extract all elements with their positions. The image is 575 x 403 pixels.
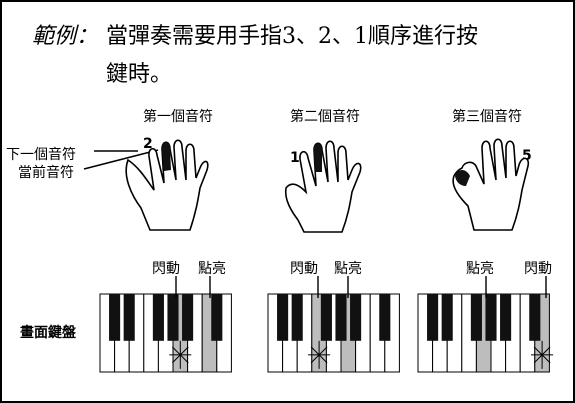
hand-3	[452, 138, 530, 231]
keyboard-3-flash-ray	[533, 354, 543, 364]
tag-lit-2: 點亮	[334, 261, 362, 277]
keyboard-1-black-key	[123, 294, 135, 341]
keyboard-2-black-key	[277, 294, 289, 341]
keyboard-2-flash-ray	[318, 346, 328, 356]
tag-flash-3: 閃動	[524, 261, 552, 277]
next-note-callout: 下一個音符	[6, 147, 76, 163]
keyboard-2-black-key	[335, 294, 347, 341]
keyboard-3-black-key	[470, 294, 482, 341]
current-note-callout: 當前音符	[18, 165, 74, 181]
current-finger-mark-1	[162, 142, 171, 171]
keyboard-1-black-key	[152, 294, 164, 341]
keyboard-3-black-key	[427, 294, 439, 341]
keyboard-3-black-key	[529, 294, 541, 341]
on-screen-keyboard-label: 畫面鍵盤	[20, 325, 76, 341]
keyboard-1-black-key	[109, 294, 121, 341]
example-text-line2: 鍵時。	[106, 62, 173, 87]
keyboard-1-flash-ray	[179, 346, 189, 356]
keyboard-3-black-key	[500, 294, 512, 341]
keyboard-2-black-key	[379, 294, 391, 341]
keyboard-1-flash-ray	[171, 346, 181, 356]
tag-lit-1: 點亮	[198, 261, 226, 277]
tag-flash-1: 閃動	[152, 261, 180, 277]
keyboard-1-black-key	[182, 294, 194, 341]
keyboard-2-flash-ray	[310, 354, 320, 364]
keyboard-2-flash-ray	[318, 354, 328, 364]
hand-2	[284, 140, 362, 233]
current-finger-mark-2	[314, 143, 322, 172]
current-note-leader	[83, 149, 159, 170]
example-text-line1: 當彈奏需要用手指3、2、1順序進行按	[106, 24, 478, 49]
finger-number-2: 1	[290, 150, 300, 166]
tag-flash-2: 閃動	[290, 261, 318, 277]
keyboard-1-flash-ray	[179, 354, 189, 364]
tag-lit-3: 點亮	[466, 261, 494, 277]
current-finger-mark-3	[455, 170, 470, 186]
finger-number-1: 2	[143, 136, 153, 152]
keyboard-3-black-key	[485, 294, 497, 341]
column-title-1: 第一個音符	[143, 109, 213, 125]
column-title-2: 第二個音符	[290, 109, 360, 125]
keyboard-1-flash-ray	[171, 354, 181, 364]
keyboard-3-flash-ray	[533, 346, 543, 356]
keyboard-2-black-key	[350, 294, 362, 341]
example-label: 範例：	[32, 24, 99, 49]
finger-number-3: 5	[522, 148, 532, 164]
column-title-3: 第三個音符	[452, 109, 522, 125]
keyboard-2-black-key	[291, 294, 303, 341]
keyboard-1-black-key	[211, 294, 223, 341]
keyboard-3-black-key	[441, 294, 453, 341]
keyboard-3-flash-ray	[541, 346, 551, 356]
keyboard-3-flash-ray	[541, 354, 551, 364]
keyboard-2-flash-ray	[310, 346, 320, 356]
keyboard-2-black-key	[320, 294, 332, 341]
keyboard-1-black-key	[167, 294, 179, 341]
hand-1	[125, 139, 209, 231]
